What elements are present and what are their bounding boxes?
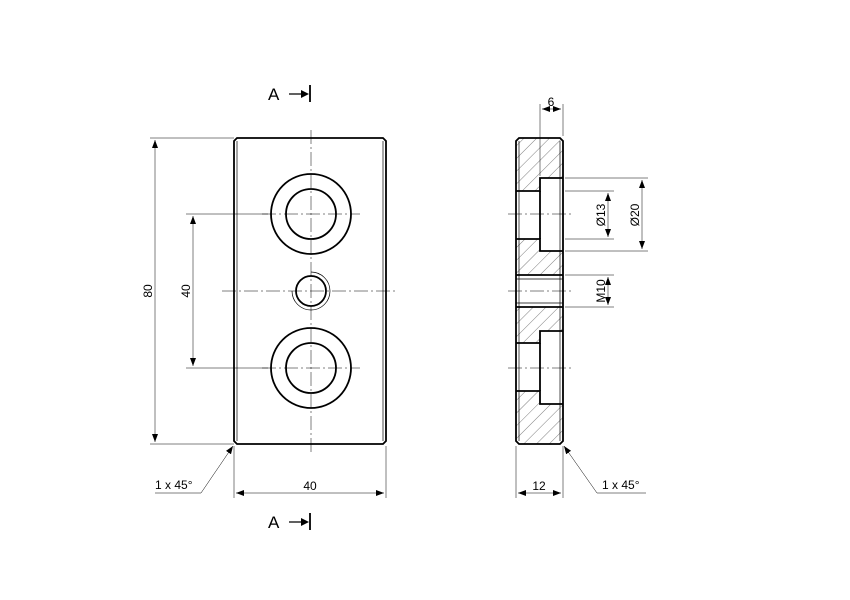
- dimension-height: 80: [141, 137, 234, 445]
- section-arrow-icon: [301, 90, 309, 98]
- section-arrow-icon: [301, 518, 309, 526]
- section-marker-bottom: A: [268, 513, 311, 532]
- dim-label-thread: M10: [594, 279, 608, 303]
- counterbore-profile-top: [516, 177, 563, 252]
- counterbore-profile-bottom: [516, 330, 563, 405]
- side-outline: [515, 137, 564, 445]
- dimension-cbore-dia: Ø20: [565, 177, 648, 252]
- chamfer-label-side: 1 x 45°: [602, 478, 640, 492]
- dimension-thickness: 12: [515, 446, 564, 498]
- chamfer-callout-front: 1 x 45°: [155, 445, 234, 494]
- dimension-hole-dia: Ø13: [565, 190, 614, 240]
- dimension-hole-spacing: 40: [179, 213, 268, 369]
- chamfer-label-front: 1 x 45°: [155, 478, 193, 492]
- dim-label-width: 40: [303, 479, 317, 493]
- section-label-top: A: [268, 85, 280, 104]
- section-hatch-mid-lower: [516, 307, 563, 343]
- section-marker-top: A: [268, 85, 311, 104]
- plate-outline: [233, 137, 387, 445]
- dimension-width: 40: [233, 446, 387, 498]
- section-label-bottom: A: [268, 513, 280, 532]
- dim-label-height: 80: [141, 284, 155, 298]
- dim-label-cbore-dia: Ø20: [628, 203, 642, 226]
- section-hatch-mid-upper: [516, 239, 563, 275]
- side-section-view: [508, 137, 572, 445]
- dim-label-cbore-depth: 6: [548, 95, 555, 109]
- dim-label-thickness: 12: [532, 479, 546, 493]
- dim-label-hole-dia: Ø13: [594, 203, 608, 226]
- dim-label-hole-spacing: 40: [179, 284, 193, 298]
- dimension-cbore-depth: 6: [539, 95, 564, 176]
- chamfer-callout-side: 1 x 45°: [563, 445, 646, 494]
- dimension-thread: M10: [565, 274, 614, 308]
- front-view: [222, 130, 398, 452]
- thread-major-arc: [291, 271, 331, 311]
